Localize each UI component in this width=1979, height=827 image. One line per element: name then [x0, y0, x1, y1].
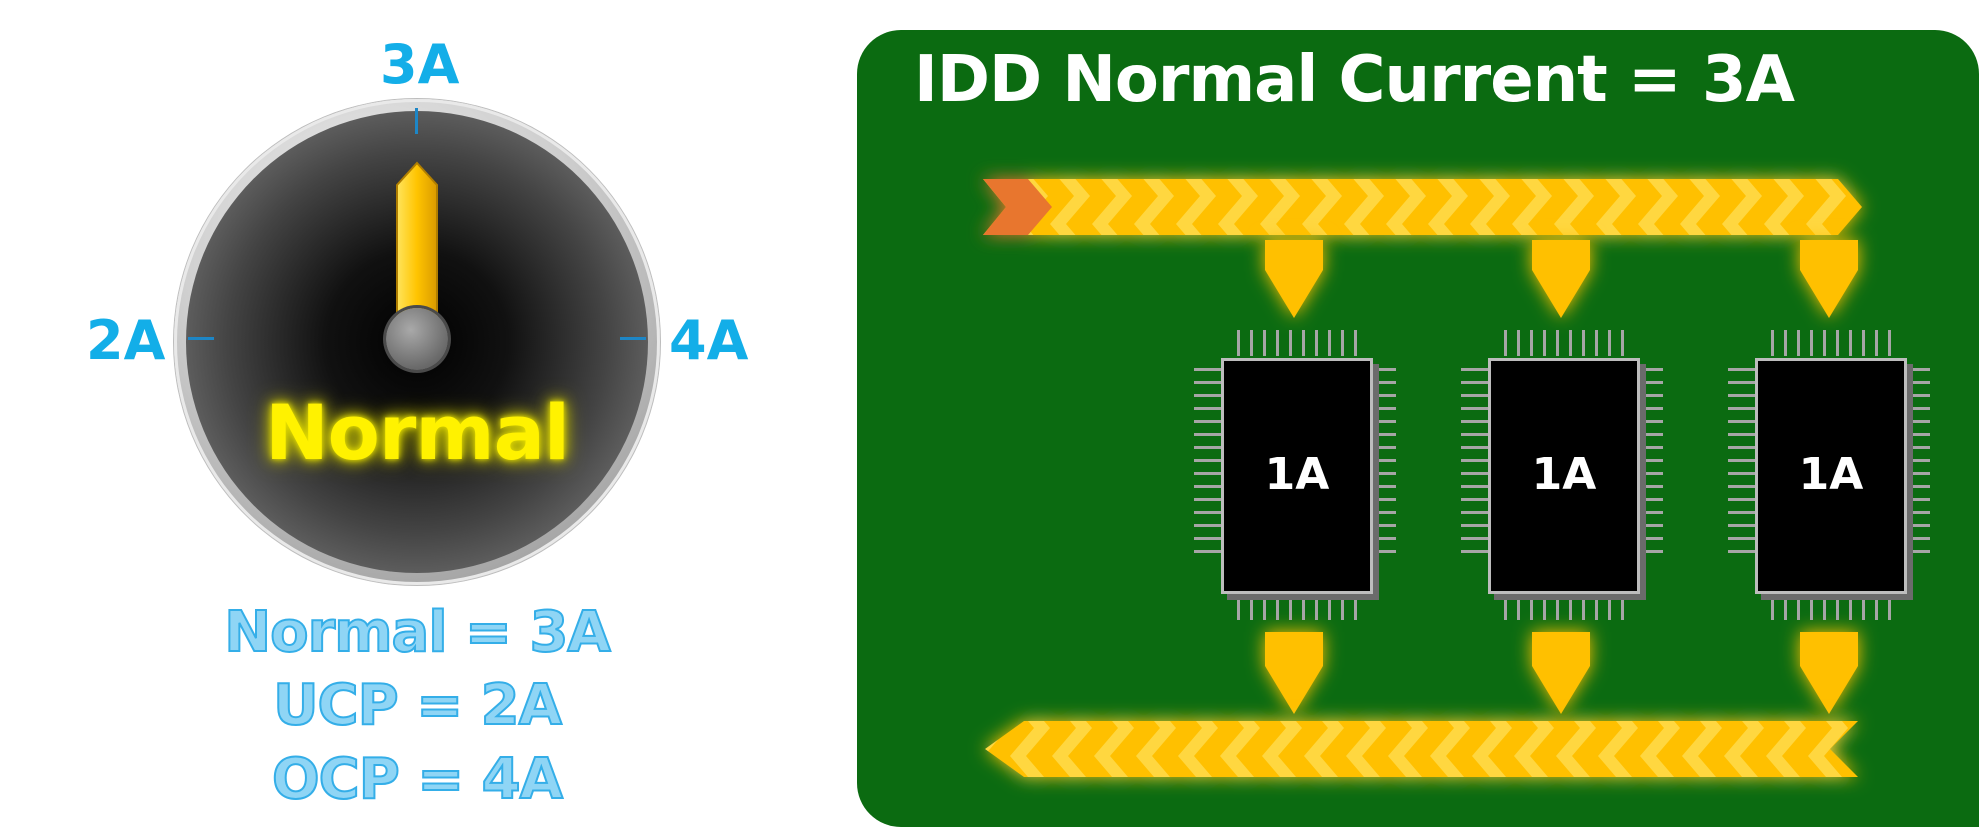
gauge-label-right: 4A — [669, 309, 749, 372]
flow-source-marker — [983, 179, 1052, 235]
return-bus-bottom — [985, 721, 1858, 777]
spec-ocp: OCP = 4A — [271, 747, 564, 812]
gauge-tick-left — [188, 337, 214, 340]
drop-arrows-bottom — [1265, 632, 1858, 714]
supply-bus-top — [983, 179, 1862, 235]
drop-arrows-top — [1265, 240, 1858, 318]
chip-2-current-label: 1A — [1531, 449, 1597, 500]
gauge-tick-top — [415, 108, 418, 134]
gauge-tick-right — [620, 337, 646, 340]
board-title: IDD Normal Current = 3A — [914, 43, 1795, 117]
gauge-status-text: Normal — [265, 388, 570, 477]
gauge-label-left: 2A — [86, 309, 166, 372]
chip-1-current-label: 1A — [1264, 449, 1330, 500]
chip-3-current-label: 1A — [1798, 449, 1864, 500]
spec-normal: Normal = 3A — [223, 600, 612, 665]
gauge-label-top: 3A — [380, 33, 460, 96]
gauge-hub — [386, 308, 448, 370]
spec-ucp: UCP = 2A — [272, 673, 563, 738]
